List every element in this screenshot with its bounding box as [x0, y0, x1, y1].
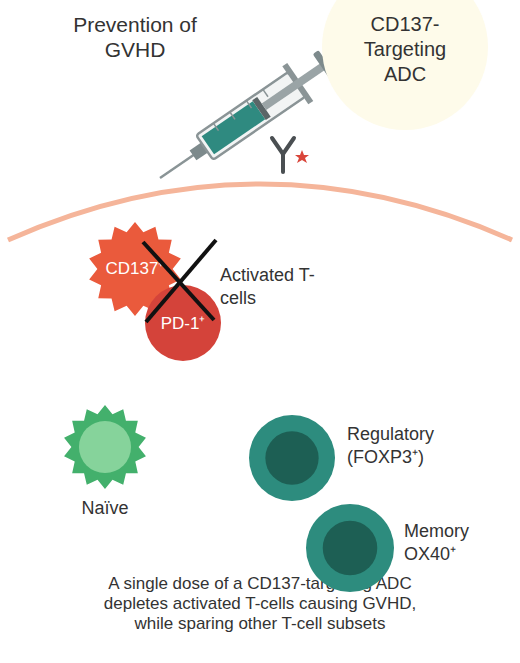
node-label: Memory OX40⁺ [404, 520, 504, 565]
cell-nucleus [79, 421, 131, 473]
regulatory-t-cell: Regulatory (FOXP3⁺) [249, 415, 335, 501]
antibody-symbol [272, 138, 309, 172]
antibody-stem [281, 154, 285, 172]
syringe [147, 44, 340, 197]
cell-outline [306, 504, 394, 592]
cell-nucleus [323, 521, 378, 576]
cell-nucleus [265, 431, 318, 484]
adc-label-circle: CD137-Targeting ADC [322, 0, 488, 130]
syringe-liquid [202, 101, 266, 154]
plunger-rod [262, 63, 326, 110]
memory-t-cell: Memory OX40⁺ [306, 504, 394, 592]
node-label: CD137⁺ [88, 258, 182, 279]
node-label: CD137-Targeting ADC [345, 12, 465, 87]
drug-payload [295, 150, 309, 163]
cell-outline [322, 0, 488, 130]
tick-mark [230, 112, 235, 119]
cell-circle-shape [249, 415, 335, 501]
cell-membrane-arc [8, 184, 512, 240]
tick-mark [263, 89, 268, 96]
tick-mark [213, 123, 218, 130]
cell-outline [145, 285, 221, 361]
antibody-arm [283, 138, 294, 154]
cell-outline [249, 415, 335, 501]
cell-outline [64, 405, 146, 489]
cell-group-label: Activated T-cells [220, 264, 330, 309]
cell-star-shape [63, 405, 147, 489]
node-label: PD-1⁺ [145, 313, 221, 334]
antibody-arm [272, 138, 283, 154]
tick-mark [246, 101, 251, 108]
activated-pd1-cell: PD-1⁺ [145, 285, 221, 361]
naive-t-cell: Naïve [63, 405, 147, 489]
title: Prevention of GVHD [70, 12, 200, 62]
cell-circle-shape [306, 504, 394, 592]
needle [160, 154, 195, 178]
caption: A single dose of a CD137-targeting ADC d… [88, 574, 432, 634]
node-label: Naïve [45, 497, 165, 520]
node-label: Regulatory (FOXP3⁺) [347, 423, 497, 468]
